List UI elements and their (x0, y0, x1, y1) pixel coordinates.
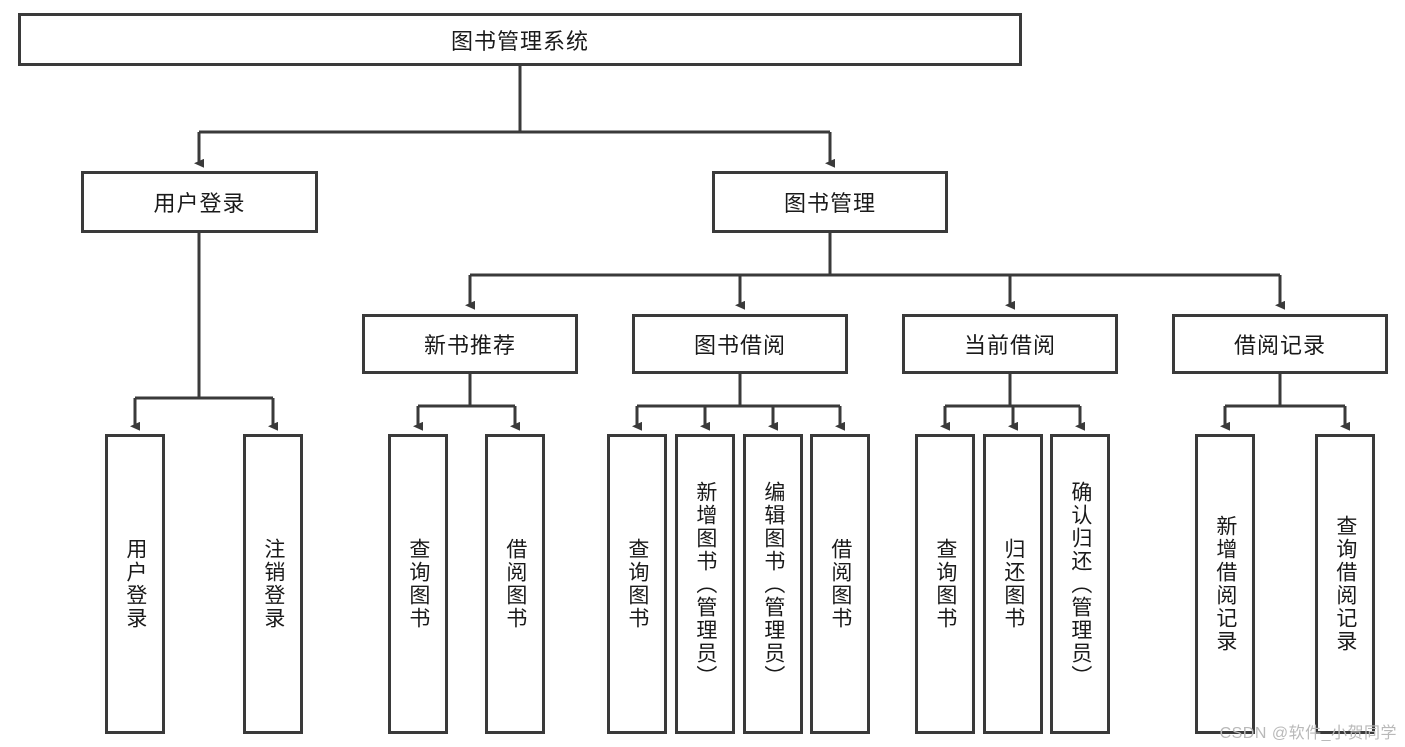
leaf-book-borrow-borrow[interactable]: 借阅图书 (810, 434, 870, 734)
leaf-label: 用户登录 (123, 538, 147, 630)
leaf-label: 注销登录 (261, 538, 285, 630)
node-current-borrow[interactable]: 当前借阅 (902, 314, 1118, 374)
node-user-login-label: 用户登录 (153, 191, 246, 216)
leaf-current-borrow-confirm-return[interactable]: 确认归还（管理员） (1050, 434, 1110, 734)
leaf-label: 归还图书 (1001, 538, 1025, 630)
node-new-book-recommend[interactable]: 新书推荐 (362, 314, 578, 374)
csdn-watermark: CSDN @软件_小贺同学 (1219, 725, 1397, 742)
leaf-label: 查询图书 (406, 538, 430, 630)
node-root[interactable]: 图书管理系统 (18, 13, 1022, 66)
leaf-label: 编辑图书（管理员） (761, 480, 785, 688)
leaf-label: 查询图书 (933, 538, 957, 630)
leaf-user-login-login[interactable]: 用户登录 (105, 434, 165, 734)
leaf-current-borrow-return[interactable]: 归还图书 (983, 434, 1043, 734)
leaf-borrow-record-add[interactable]: 新增借阅记录 (1195, 434, 1255, 734)
leaf-label: 查询图书 (625, 538, 649, 630)
leaf-book-borrow-query[interactable]: 查询图书 (607, 434, 667, 734)
leaf-label: 新增图书（管理员） (693, 480, 717, 688)
leaf-book-borrow-edit[interactable]: 编辑图书（管理员） (743, 434, 803, 734)
leaf-label: 新增借阅记录 (1213, 515, 1237, 653)
node-new-book-recommend-label: 新书推荐 (423, 333, 516, 358)
leaf-borrow-record-query[interactable]: 查询借阅记录 (1315, 434, 1375, 734)
node-borrow-record-label: 借阅记录 (1233, 333, 1326, 358)
leaf-current-borrow-query[interactable]: 查询图书 (915, 434, 975, 734)
leaf-new-book-query[interactable]: 查询图书 (388, 434, 448, 734)
node-book-borrow-label: 图书借阅 (693, 333, 786, 358)
leaf-book-borrow-add[interactable]: 新增图书（管理员） (675, 434, 735, 734)
node-root-label: 图书管理系统 (450, 28, 589, 54)
node-user-login[interactable]: 用户登录 (81, 171, 318, 233)
leaf-user-login-logout[interactable]: 注销登录 (243, 434, 303, 734)
node-borrow-record[interactable]: 借阅记录 (1172, 314, 1388, 374)
leaf-label: 查询借阅记录 (1333, 515, 1357, 653)
leaf-new-book-borrow[interactable]: 借阅图书 (485, 434, 545, 734)
leaf-label: 借阅图书 (828, 538, 852, 630)
leaf-label: 借阅图书 (503, 538, 527, 630)
node-book-management[interactable]: 图书管理 (712, 171, 948, 233)
node-current-borrow-label: 当前借阅 (963, 333, 1056, 358)
leaf-label: 确认归还（管理员） (1068, 480, 1092, 688)
node-book-management-label: 图书管理 (783, 191, 876, 216)
node-book-borrow[interactable]: 图书借阅 (632, 314, 848, 374)
